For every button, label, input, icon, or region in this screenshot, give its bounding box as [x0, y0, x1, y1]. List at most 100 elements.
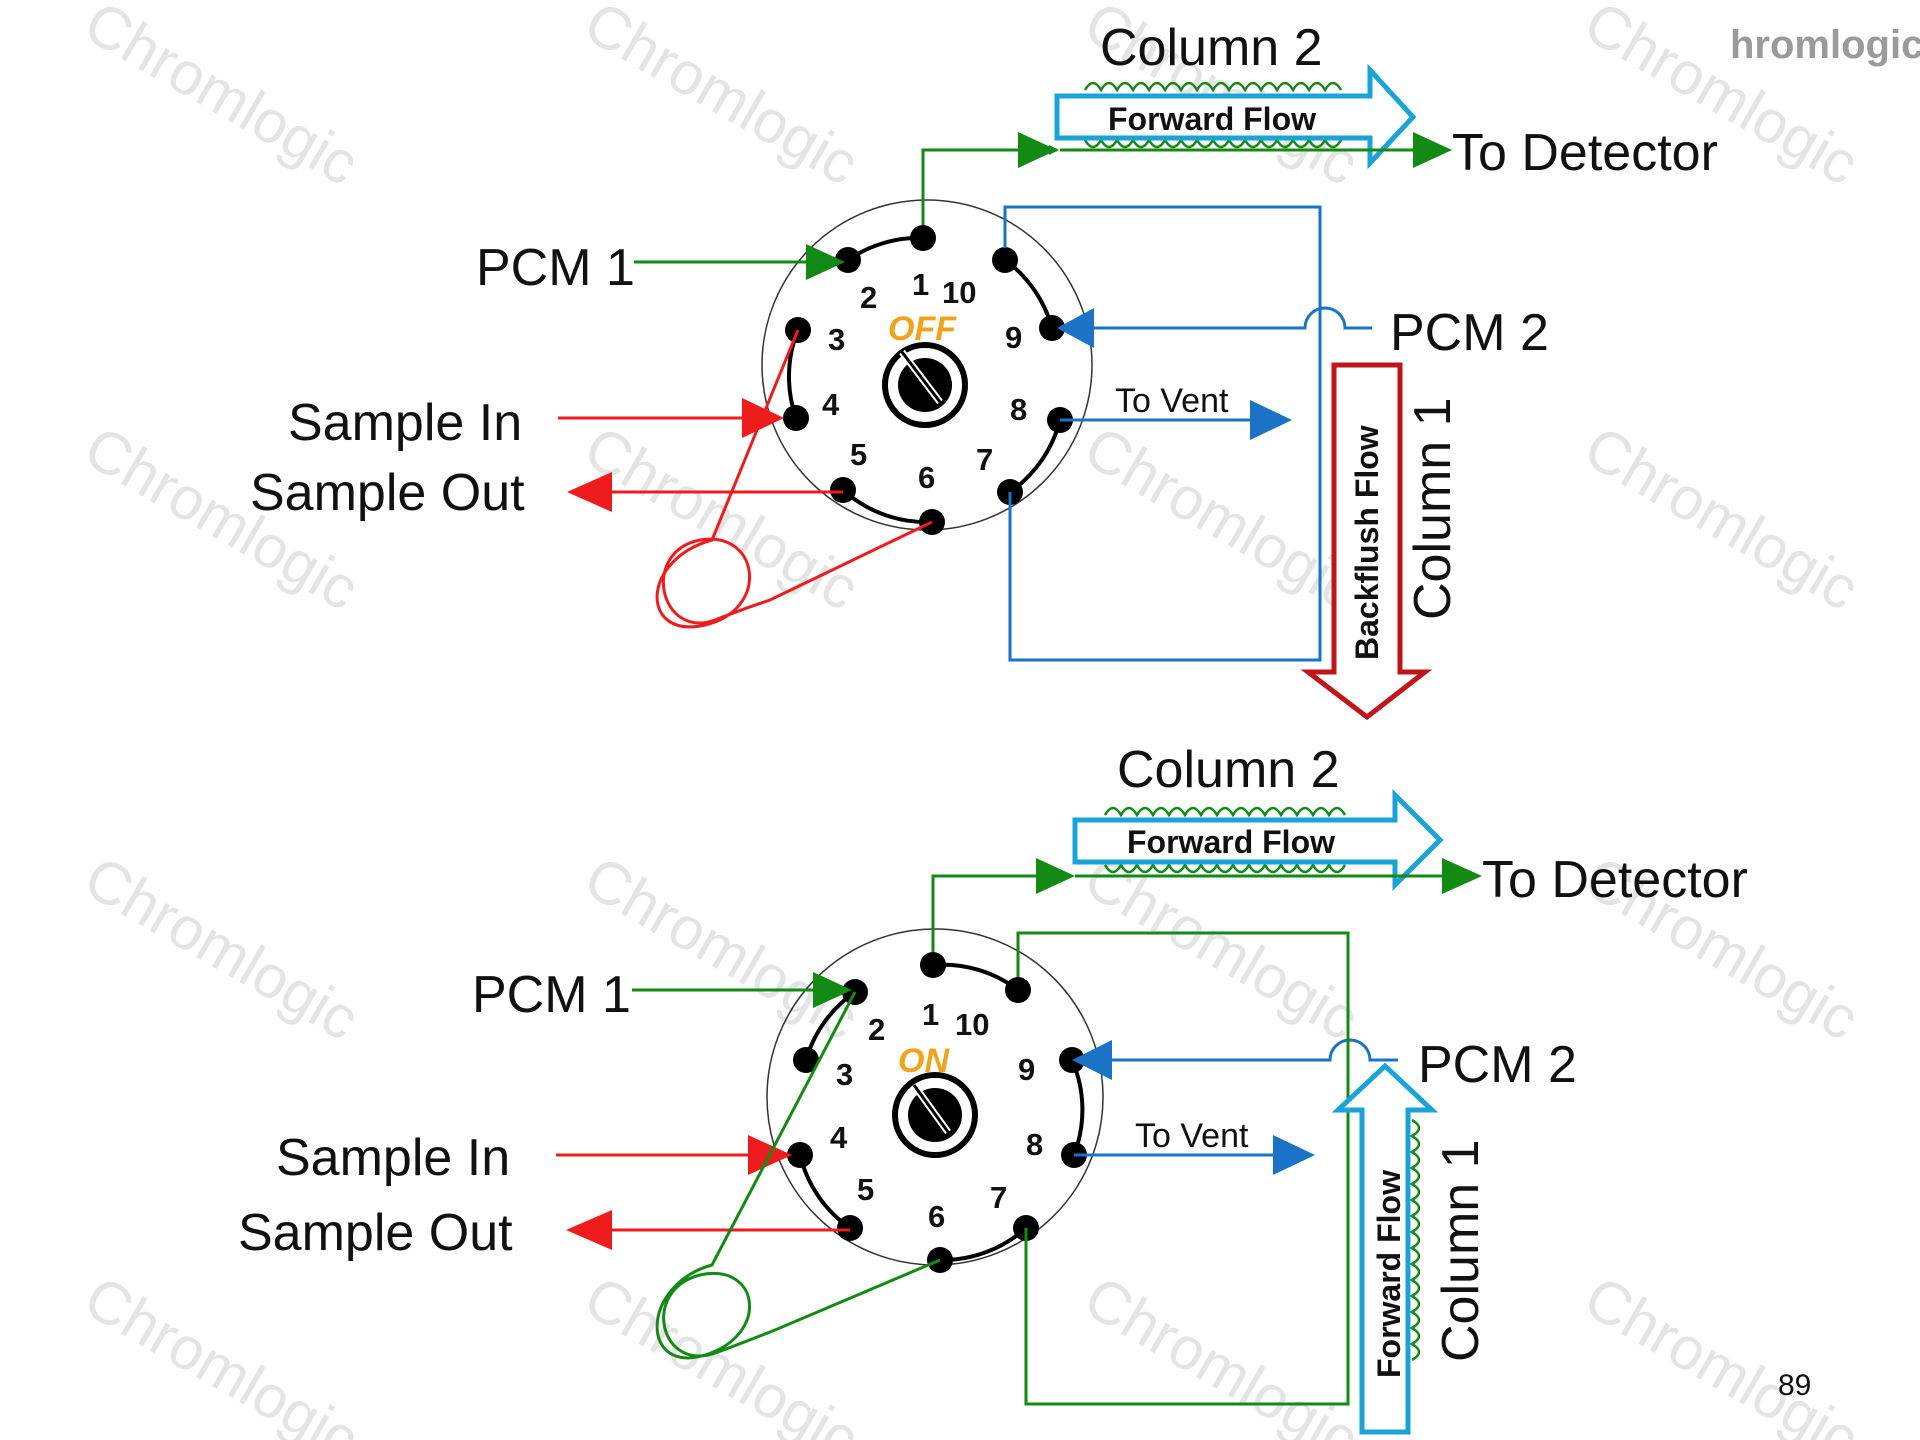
port-5	[830, 477, 856, 503]
arrowhead	[1413, 132, 1452, 168]
flow-line-green	[921, 145, 1059, 225]
port-number: 8	[1026, 1127, 1043, 1162]
logo-text: hromlogic	[1730, 23, 1920, 67]
arrowhead	[1036, 858, 1075, 894]
to-detector-label: To Detector	[1482, 851, 1748, 909]
flow-line-green	[1016, 931, 1350, 1406]
forward-flow-arrow	[1072, 788, 1444, 892]
port-number: 2	[860, 280, 877, 315]
rotor-pointer	[900, 351, 942, 403]
rotor-knob	[882, 342, 968, 428]
top-diagram: OFF 1 2 3 4 5 6 7 8 9 10 Column 2 Forwar…	[250, 19, 1718, 721]
port-4	[787, 1142, 813, 1168]
column2-coil	[1083, 81, 1343, 93]
column2-coil	[1103, 862, 1347, 874]
forward-flow-label: Forward Flow	[1127, 824, 1335, 860]
watermark: Chromlogic	[74, 843, 370, 1053]
port-5	[837, 1215, 863, 1241]
sample-loop	[655, 991, 941, 1360]
port-number: 4	[830, 1120, 848, 1155]
backflush-label: Backflush Flow	[1349, 425, 1385, 660]
page-number: 89	[1778, 1369, 1811, 1402]
port-4	[783, 405, 809, 431]
watermark: Chromlogic	[1074, 1263, 1370, 1440]
column2-coil	[1103, 806, 1347, 818]
pcm1-label: PCM 1	[472, 966, 631, 1024]
sample-loop	[655, 329, 933, 629]
pcm1-label: PCM 1	[476, 239, 635, 297]
watermark: Chromlogic	[74, 1263, 370, 1440]
arrowhead	[806, 244, 845, 280]
port-connection	[1070, 1059, 1085, 1156]
forward-flow-arrow	[1331, 1062, 1439, 1435]
port-number: 1	[912, 267, 929, 302]
bottom-diagram: ON 1 2 3 4 5 6 7 8 9 10 Column 2 Forward…	[238, 741, 1748, 1435]
arrowhead	[566, 1210, 612, 1250]
port-10	[992, 247, 1018, 273]
port-number: 6	[918, 460, 935, 495]
flow-line-blue	[1003, 205, 1322, 662]
watermark: Chromlogic	[1574, 1263, 1870, 1440]
sample-in-label: Sample In	[288, 394, 522, 452]
port-number: 5	[857, 1172, 874, 1207]
port-number: 10	[942, 275, 976, 310]
arrowhead	[567, 472, 612, 512]
rotor-pointer	[912, 1084, 950, 1133]
to-detector-label: To Detector	[1452, 124, 1718, 182]
port-1	[910, 225, 936, 251]
arrowhead	[1018, 132, 1057, 168]
watermark: Chromlogic	[74, 0, 370, 198]
forward-flow-label: Forward Flow	[1108, 101, 1316, 137]
port-number: 2	[868, 1012, 885, 1047]
port-connection	[1008, 419, 1062, 494]
port-2	[835, 247, 861, 273]
port-10	[1005, 977, 1031, 1003]
port-number: 7	[976, 442, 993, 477]
to-vent-label: To Vent	[1115, 382, 1229, 420]
column2-label: Column 2	[1100, 19, 1323, 77]
flow-line-green	[931, 874, 1040, 952]
arrowhead	[1442, 858, 1482, 894]
port-number: 9	[1005, 320, 1022, 355]
rotor-knob	[892, 1072, 978, 1158]
port-connection	[798, 1154, 852, 1230]
to-vent-label: To Vent	[1135, 1117, 1249, 1155]
port-number: 5	[850, 437, 867, 472]
column2-label: Column 2	[1117, 741, 1340, 799]
pcm2-label: PCM 2	[1418, 1036, 1577, 1094]
port-number: 3	[836, 1057, 853, 1092]
port-connection	[939, 1226, 1028, 1263]
sample-in-label: Sample In	[276, 1129, 510, 1187]
watermark: Chromlogic	[1074, 413, 1370, 623]
sample-out-label: Sample Out	[250, 464, 525, 522]
column1-label: Column 1	[1404, 397, 1462, 620]
arrowhead	[1250, 400, 1292, 440]
column1-coil	[1409, 1118, 1421, 1362]
watermark: Chromlogic	[1574, 413, 1870, 623]
port-number: 1	[922, 997, 939, 1032]
arrowhead	[1273, 1135, 1315, 1175]
arrowhead	[1057, 308, 1094, 348]
forward-flow-arrow	[1054, 63, 1417, 170]
port-connection	[932, 962, 1020, 992]
valve-state-label: OFF	[888, 310, 957, 348]
column1-label: Column 1	[1432, 1139, 1490, 1362]
port-number: 7	[990, 1180, 1007, 1215]
port-number: 6	[928, 1199, 945, 1234]
port-1	[920, 952, 946, 978]
sample-out-label: Sample Out	[238, 1204, 513, 1262]
port-number: 10	[955, 1007, 989, 1042]
valve-state-label: ON	[898, 1042, 950, 1080]
port-number: 9	[1018, 1052, 1035, 1087]
arrowhead	[813, 972, 852, 1008]
port-number: 3	[828, 322, 845, 357]
pcm2-label: PCM 2	[1390, 304, 1549, 362]
port-3	[793, 1047, 819, 1073]
flow-line-blue	[1080, 306, 1372, 330]
port-9	[1039, 315, 1065, 341]
arrowhead	[1072, 1040, 1112, 1080]
watermark: Chromlogic	[574, 0, 870, 198]
forward-flow-label: Forward Flow	[1371, 1170, 1407, 1378]
